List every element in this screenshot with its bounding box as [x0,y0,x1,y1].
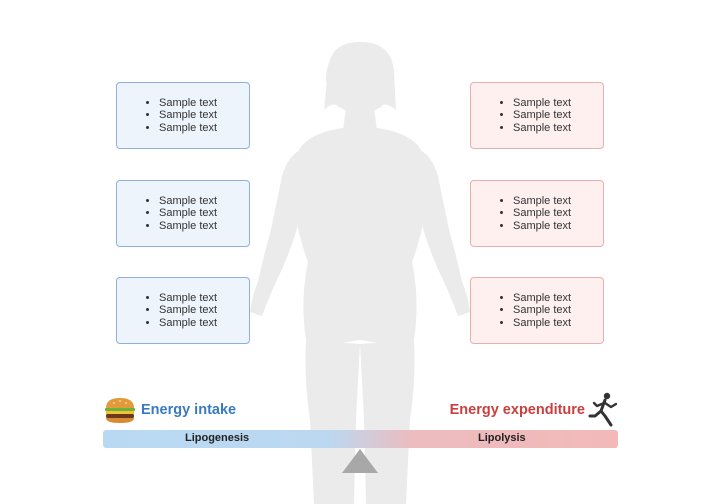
list-item: Sample text [513,207,571,220]
bullet-list: Sample text Sample text Sample text [471,292,571,330]
energy-intake-heading: Energy intake [141,402,237,418]
list-item: Sample text [159,220,217,233]
list-item: Sample text [159,304,217,317]
list-item: Sample text [513,304,571,317]
bullet-list: Sample text Sample text Sample text [471,97,571,135]
bullet-list: Sample text Sample text Sample text [117,195,217,233]
lipolysis-label: Lipolysis [478,432,526,444]
list-item: Sample text [159,97,217,110]
runner-icon [588,392,618,427]
list-item: Sample text [159,207,217,220]
list-item: Sample text [159,109,217,122]
energy-expenditure-heading: Energy expenditure [449,402,585,418]
intake-info-box: Sample text Sample text Sample text [116,82,250,149]
list-item: Sample text [159,195,217,208]
list-item: Sample text [159,317,217,330]
fulcrum-triangle [342,449,378,473]
burger-icon [105,398,135,423]
list-item: Sample text [159,292,217,305]
list-item: Sample text [513,109,571,122]
list-item: Sample text [513,122,571,135]
intake-info-box: Sample text Sample text Sample text [116,277,250,344]
list-item: Sample text [513,317,571,330]
balance-bar: Lipogenesis Lipolysis [103,430,618,448]
bullet-list: Sample text Sample text Sample text [117,292,217,330]
bullet-list: Sample text Sample text Sample text [117,97,217,135]
expenditure-info-box: Sample text Sample text Sample text [470,180,604,247]
list-item: Sample text [513,292,571,305]
bullet-list: Sample text Sample text Sample text [471,195,571,233]
lipogenesis-label: Lipogenesis [185,432,250,444]
expenditure-info-box: Sample text Sample text Sample text [470,277,604,344]
expenditure-info-box: Sample text Sample text Sample text [470,82,604,149]
list-item: Sample text [513,195,571,208]
list-item: Sample text [159,122,217,135]
list-item: Sample text [513,220,571,233]
intake-info-box: Sample text Sample text Sample text [116,180,250,247]
list-item: Sample text [513,97,571,110]
